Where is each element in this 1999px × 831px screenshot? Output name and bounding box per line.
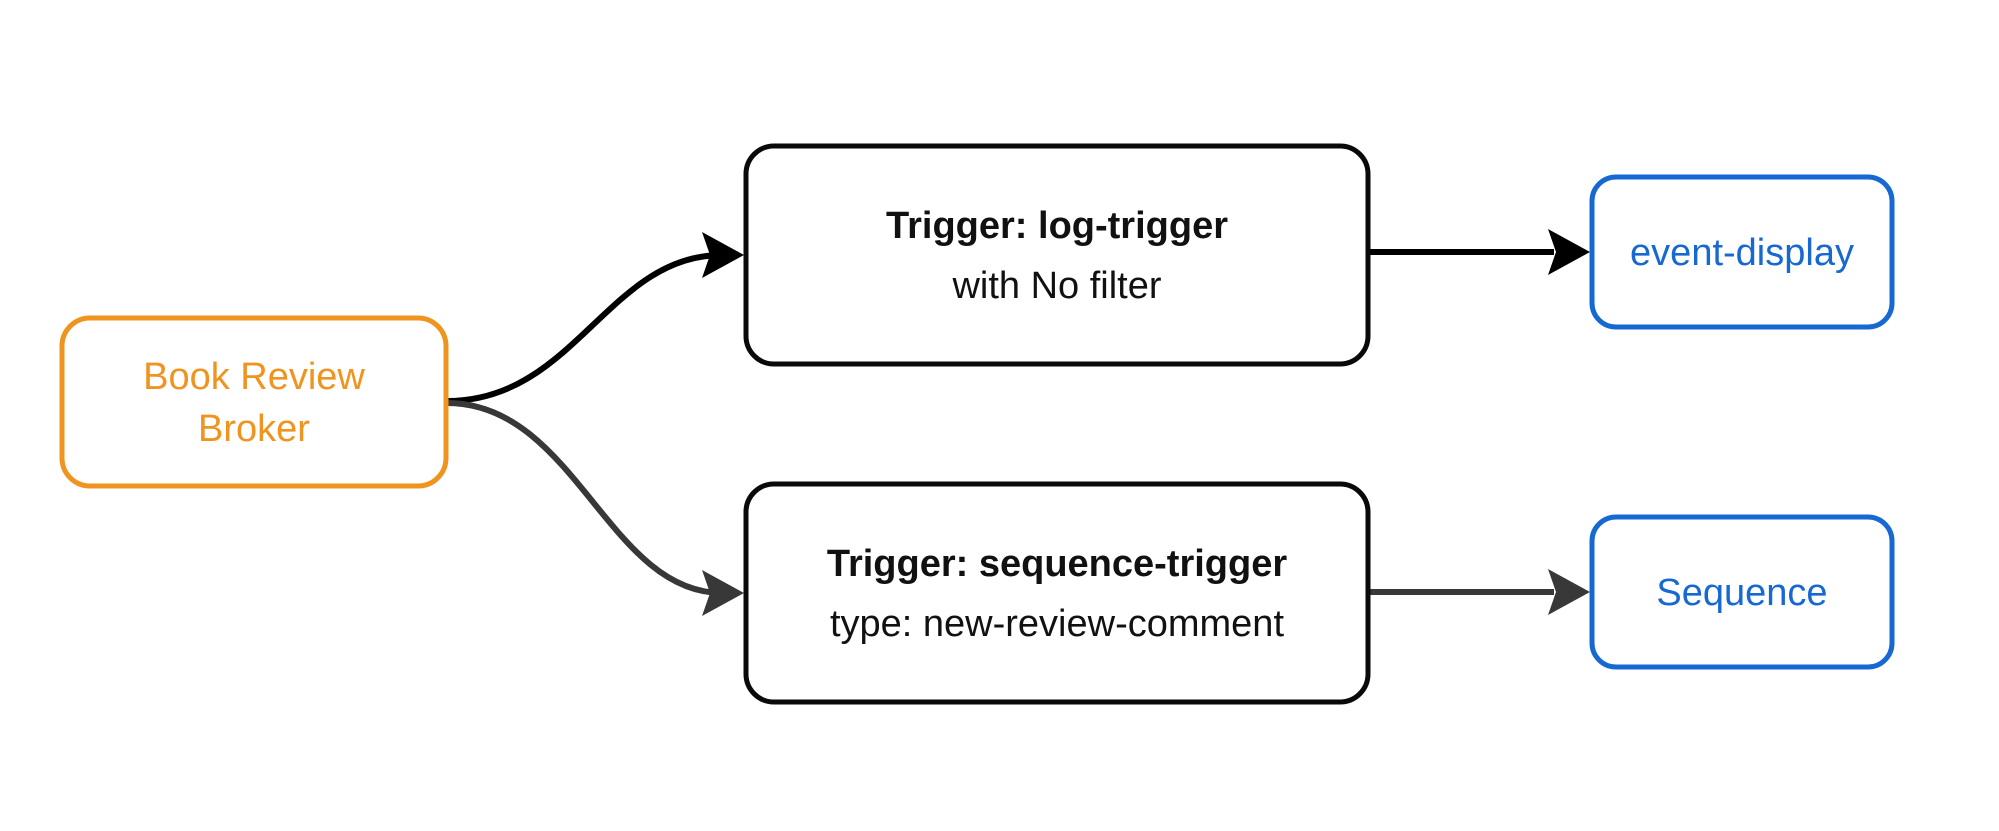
sequence-trigger-node xyxy=(743,481,1371,705)
log-trigger-title: Trigger: log-trigger xyxy=(886,205,1228,247)
arrowhead-event-display-icon xyxy=(1548,229,1590,275)
broker-label-line1: Book Review xyxy=(143,356,365,398)
sequence-trigger-subtitle: type: new-review-comment xyxy=(830,603,1284,645)
broker-node xyxy=(59,315,449,489)
event-display-label: event-display xyxy=(1630,232,1854,274)
sequence-node xyxy=(1589,514,1895,670)
log-trigger-subtitle: with No filter xyxy=(951,265,1161,307)
arrowhead-sequence-icon xyxy=(1548,569,1590,615)
arrowhead-log-trigger-icon xyxy=(702,232,744,278)
arrowhead-sequence-trigger-icon xyxy=(702,570,744,616)
sequence-label: Sequence xyxy=(1656,572,1827,614)
log-trigger-node xyxy=(743,143,1371,367)
edge-broker-to-sequence-trigger xyxy=(446,400,723,596)
sequence-trigger-title: Trigger: sequence-trigger xyxy=(827,543,1288,585)
event-display-node xyxy=(1589,174,1895,330)
broker-label-line2: Broker xyxy=(198,408,310,450)
edge-broker-to-log-trigger xyxy=(446,252,723,404)
